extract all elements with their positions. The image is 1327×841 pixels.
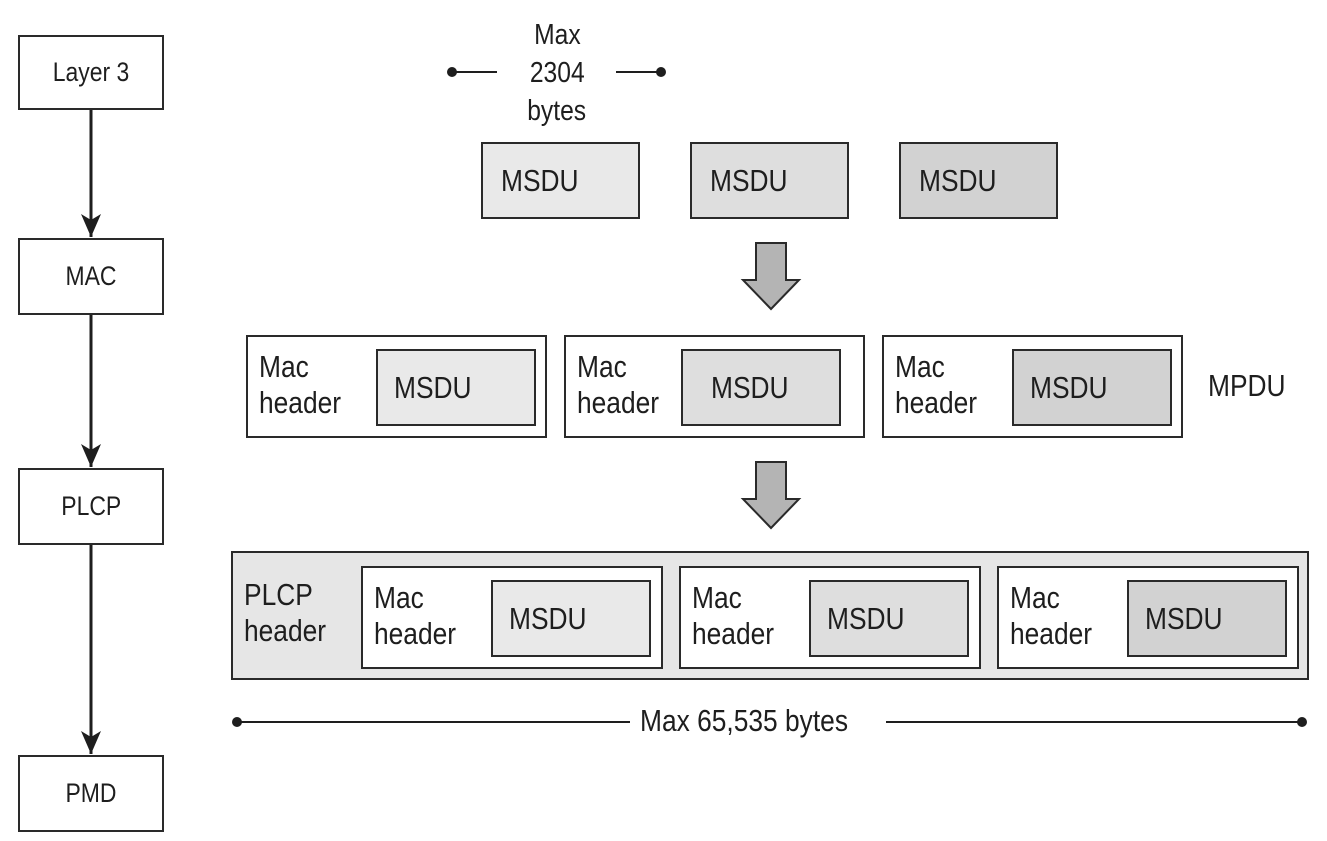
layer3-to-mac-arrow <box>81 109 101 237</box>
label-text: Max 65,535 bytes <box>640 703 848 738</box>
down-block-arrow-2 <box>740 461 802 530</box>
msdu-max-line3: bytes <box>527 95 587 127</box>
mac-header-label: Mac header <box>692 580 789 652</box>
msdu-label: MSDU <box>710 162 788 198</box>
pmd-layer-label: PMD <box>65 778 117 808</box>
msdu-block-1: MSDU <box>481 142 640 219</box>
label-text: Mac <box>259 349 309 384</box>
msdu-block-3: MSDU <box>899 142 1058 219</box>
mac-header-label: Mac header <box>895 349 992 421</box>
ppdu-size-dimension <box>232 717 1307 727</box>
mac-header-label: Mac header <box>1010 580 1107 652</box>
msdu-payload: MSDU <box>376 349 536 426</box>
msdu-size-dimension <box>447 67 666 77</box>
label-text: header <box>1010 616 1093 651</box>
label-text: header <box>895 385 978 420</box>
label-text: Mac <box>692 580 742 615</box>
label-text: Mac <box>577 349 627 384</box>
plcp-layer-label: PLCP <box>61 491 121 521</box>
msdu-label: MSDU <box>501 162 579 198</box>
ppdu-mpdu-3: Mac header MSDU <box>997 566 1299 669</box>
mpdu-frame-2: Mac header MSDU <box>564 335 865 438</box>
label-text: header <box>374 616 457 651</box>
mpdu-frame-1: Mac header MSDU <box>246 335 547 438</box>
mac-layer-label: MAC <box>65 261 117 291</box>
label-text: Mac <box>895 349 945 384</box>
msdu-max-line1: Max <box>533 19 581 51</box>
msdu-block-2: MSDU <box>690 142 849 219</box>
msdu-payload: MSDU <box>681 349 841 426</box>
msdu-max-line2: 2304 <box>529 57 585 89</box>
plcp-to-pmd-arrow <box>81 544 101 754</box>
label-text: header <box>577 385 660 420</box>
msdu-payload: MSDU <box>809 580 969 657</box>
msdu-payload: MSDU <box>1127 580 1287 657</box>
layer-3-label: Layer 3 <box>52 57 130 87</box>
label-text: MSDU <box>509 600 587 636</box>
mac-to-plcp-arrow <box>81 315 101 467</box>
mac-header-label: Mac header <box>374 580 471 652</box>
msdu-payload: MSDU <box>1012 349 1172 426</box>
label-text: MSDU <box>1030 369 1108 405</box>
label-text: header <box>244 613 327 648</box>
plcp-header-label: PLCP header <box>244 577 341 649</box>
label-text: MPDU <box>1208 368 1286 403</box>
mac-header-label: Mac header <box>259 349 356 421</box>
label-text: header <box>259 385 342 420</box>
ppdu-mpdu-2: Mac header MSDU <box>679 566 981 669</box>
ppdu-mpdu-1: Mac header MSDU <box>361 566 663 669</box>
msdu-label: MSDU <box>919 162 997 198</box>
label-text: header <box>692 616 775 651</box>
ppdu-frame: PLCP header Mac header MSDU Mac header M… <box>231 551 1309 680</box>
pmd-layer-box: PMD <box>18 755 164 832</box>
plcp-layer-box: PLCP <box>18 468 164 545</box>
mpdu-frame-3: Mac header MSDU <box>882 335 1183 438</box>
msdu-max-label: Max 2304 bytes <box>500 16 614 130</box>
msdu-payload: MSDU <box>491 580 651 657</box>
label-text: Mac <box>374 580 424 615</box>
label-text: MSDU <box>1145 600 1223 636</box>
layer-3-box: Layer 3 <box>18 35 164 110</box>
label-text: PLCP <box>244 577 313 612</box>
down-block-arrow-1 <box>740 242 802 311</box>
label-text: Mac <box>1010 580 1060 615</box>
mac-header-label: Mac header <box>577 349 674 421</box>
mpdu-label: MPDU <box>1208 368 1299 404</box>
label-text: MSDU <box>827 600 905 636</box>
label-text: MSDU <box>394 369 472 405</box>
mac-layer-box: MAC <box>18 238 164 315</box>
label-text: MSDU <box>711 369 789 405</box>
ppdu-max-label: Max 65,535 bytes <box>640 703 885 739</box>
